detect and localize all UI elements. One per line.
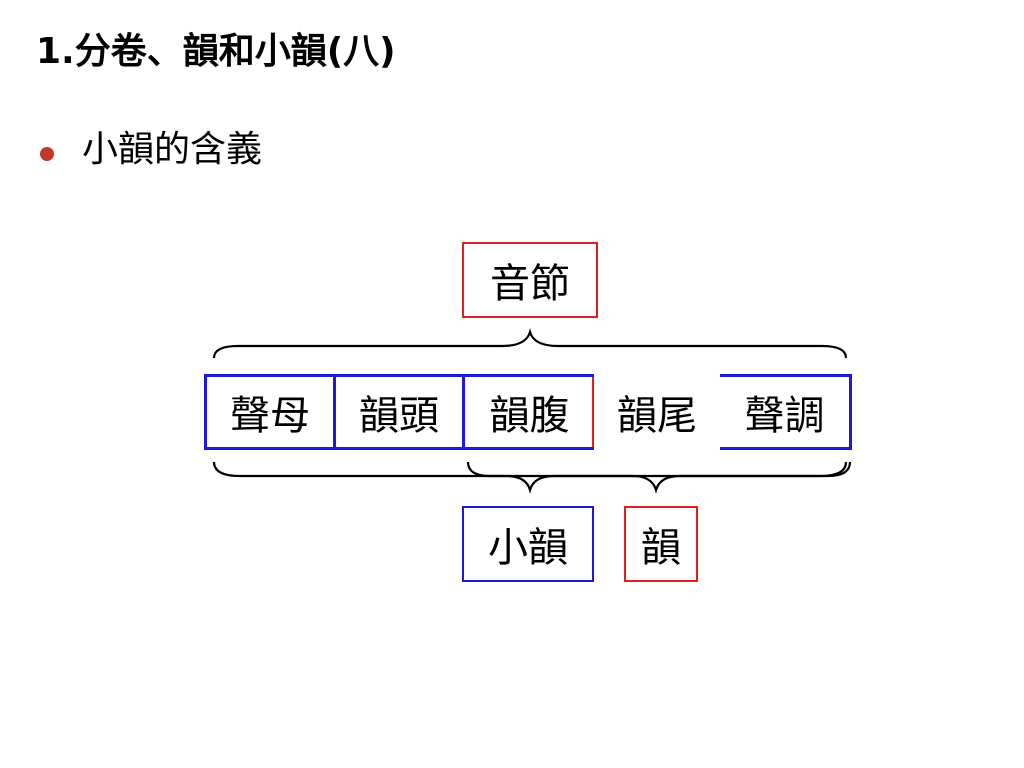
bottom-brace-full — [212, 461, 848, 478]
slide-title: 1.分卷、韻和小韻(八) — [36, 31, 396, 72]
bottom-brace-small — [466, 461, 852, 494]
top-brace — [212, 328, 848, 359]
bullet-text: 小韻的含義 — [82, 129, 263, 170]
bullet-dot-icon — [40, 147, 54, 161]
component-label: 聲母 — [230, 393, 310, 439]
component-label: 聲調 — [744, 393, 825, 439]
components-row: 聲母 韻頭 韻腹 韻尾 聲調 — [204, 374, 852, 450]
small-rhyme-label: 小韻 — [488, 525, 568, 571]
small-rhyme-box: 小韻 — [462, 506, 594, 582]
syllable-box: 音節 — [462, 242, 598, 318]
component-coda-box: 韻尾 — [592, 377, 722, 447]
rhyme-box: 韻 — [624, 506, 698, 582]
component-nucleus-box: 韻腹 — [462, 374, 594, 450]
rhyme-label: 韻 — [641, 525, 681, 571]
component-label: 韻尾 — [617, 393, 697, 439]
component-medial-box: 韻頭 — [333, 374, 465, 450]
component-initial-box: 聲母 — [204, 374, 336, 450]
component-label: 韻腹 — [489, 393, 570, 439]
component-label: 韻頭 — [359, 393, 439, 439]
syllable-label: 音節 — [490, 261, 570, 307]
component-tone-box: 聲調 — [720, 374, 852, 450]
